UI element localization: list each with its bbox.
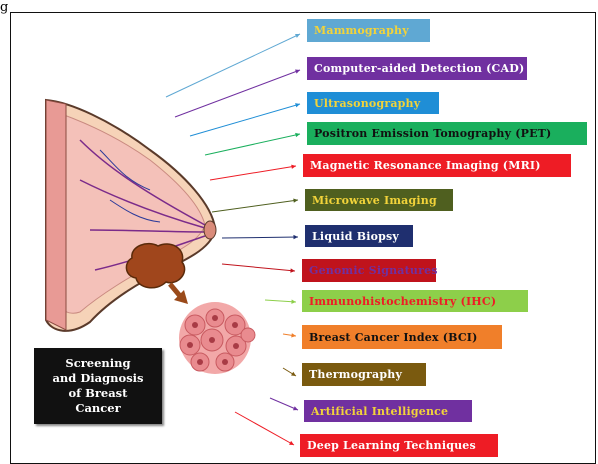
tumor-cell-cluster: [179, 302, 255, 374]
connector-arrow: [190, 104, 300, 136]
connector-arrow: [210, 166, 296, 180]
method-label: Microwave Imaging: [305, 189, 453, 211]
connector-arrowhead: [293, 198, 298, 202]
method-label: Thermography: [302, 363, 426, 386]
connector-arrow: [166, 34, 300, 97]
method-label: Magnetic Resonance Imaging (MRI): [303, 154, 571, 177]
connector-arrowhead: [291, 165, 296, 169]
method-label: Immunohistochemistry (IHC): [302, 290, 528, 312]
connector-arrow: [270, 398, 298, 410]
method-label: Genomic Signatures: [302, 259, 436, 282]
connector-arrow: [222, 264, 295, 271]
connector-arrow: [205, 134, 300, 155]
method-label: Positron Emission Tomography (PET): [307, 122, 587, 145]
connector-arrow: [265, 300, 296, 302]
method-label: Artificial Intelligence: [304, 400, 472, 422]
connector-arrowhead: [295, 133, 300, 137]
caption-line: and Diagnosis: [52, 371, 143, 386]
connector-arrow: [212, 200, 298, 212]
tumor-arrow: [170, 284, 180, 296]
method-label: Mammography: [307, 19, 430, 42]
nipple: [204, 221, 216, 239]
method-label: Ultrasonography: [307, 92, 439, 114]
connector-arrowhead: [293, 235, 298, 239]
connector-arrowhead: [291, 300, 296, 304]
method-label: Liquid Biopsy: [305, 225, 413, 247]
method-label: Breast Cancer Index (BCI): [302, 325, 502, 349]
method-label: Computer-aided Detection (CAD): [307, 57, 527, 80]
connector-arrow: [222, 237, 298, 238]
connector-arrowhead: [291, 333, 296, 337]
chest-wall: [46, 100, 66, 330]
diagram-caption: Screening and Diagnosis of Breast Cancer: [34, 348, 162, 424]
caption-line: Cancer: [75, 401, 120, 416]
method-label: Deep Learning Techniques: [300, 434, 498, 457]
caption-line: Screening: [65, 356, 130, 371]
caption-line: of Breast: [69, 386, 128, 401]
connector-arrow: [235, 412, 294, 445]
